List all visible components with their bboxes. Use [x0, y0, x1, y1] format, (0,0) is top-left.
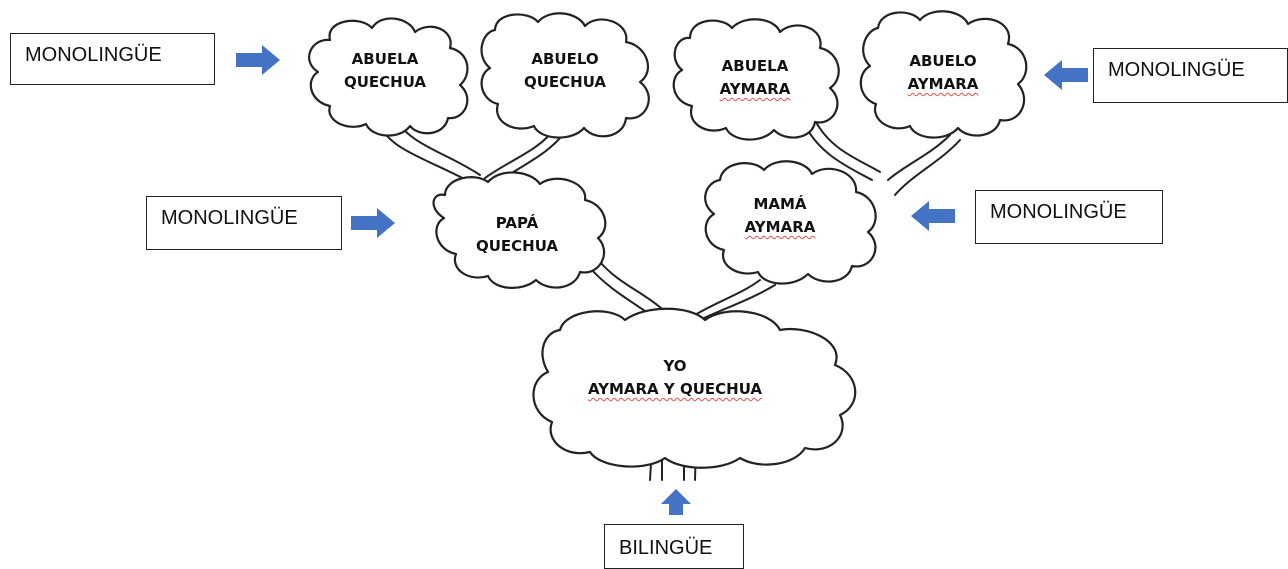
- label-text: BILINGÜE: [619, 537, 713, 559]
- arrow-up-bottom: [661, 489, 691, 515]
- node-line-1: PAPÁ: [495, 214, 539, 232]
- arrow-right-mid-left: [351, 208, 395, 238]
- bilingue-label-bottom: BILINGÜE: [604, 524, 744, 569]
- node-line-1: ABUELO: [909, 52, 977, 70]
- node-line-1: MAMÁ: [753, 195, 807, 213]
- arrow-right-top-left: [236, 45, 280, 75]
- node-line-2: QUECHUA: [523, 73, 607, 91]
- node-abuelo-quechua: ABUELO QUECHUA: [505, 48, 625, 94]
- arrow-left-top-right: [1044, 60, 1088, 90]
- cloud-abuelo-aymara: [859, 10, 1028, 139]
- cloud-abuela-aymara: [672, 18, 840, 141]
- monolingue-label-mid-left: MONOLINGÜE: [146, 196, 342, 250]
- node-line-1: ABUELA: [351, 50, 419, 68]
- label-text: MONOLINGÜE: [1108, 59, 1245, 81]
- cloud-mama: [704, 160, 877, 285]
- cloud-abuela-quechua: [308, 17, 469, 137]
- node-papa: PAPÁ QUECHUA: [462, 212, 572, 258]
- label-text: MONOLINGÜE: [990, 201, 1127, 223]
- node-line-2: QUECHUA: [343, 73, 427, 91]
- cloud-abuelo-quechua: [480, 12, 650, 139]
- monolingue-label-top-left: MONOLINGÜE: [10, 33, 215, 85]
- node-line-2: AYMARA: [719, 80, 791, 98]
- label-text: MONOLINGÜE: [25, 44, 162, 66]
- node-mama: MAMÁ AYMARA: [730, 193, 830, 239]
- node-line-2: AYMARA: [744, 218, 816, 236]
- node-line-2: AYMARA Y QUECHUA: [587, 380, 763, 398]
- node-line-1: ABUELO: [531, 50, 599, 68]
- monolingue-label-top-right: MONOLINGÜE: [1093, 48, 1288, 103]
- cloud-yo: [532, 307, 857, 469]
- branch-abuelo-a-mama: [887, 134, 961, 196]
- node-line-1: YO: [663, 357, 687, 375]
- node-abuelo-aymara: ABUELO AYMARA: [888, 50, 998, 96]
- node-line-2: QUECHUA: [475, 237, 559, 255]
- node-abuela-aymara: ABUELA AYMARA: [700, 55, 810, 101]
- branch-abuela-a-mama: [804, 119, 881, 181]
- node-line-2: AYMARA: [907, 75, 979, 93]
- node-line-1: ABUELA: [721, 57, 789, 75]
- node-abuela-quechua: ABUELA QUECHUA: [325, 48, 445, 94]
- monolingue-label-mid-right: MONOLINGÜE: [975, 190, 1163, 244]
- node-yo: YO AYMARA Y QUECHUA: [570, 355, 780, 401]
- arrow-left-mid-right: [911, 201, 955, 231]
- label-text: MONOLINGÜE: [161, 207, 298, 229]
- cloud-papa: [432, 171, 607, 289]
